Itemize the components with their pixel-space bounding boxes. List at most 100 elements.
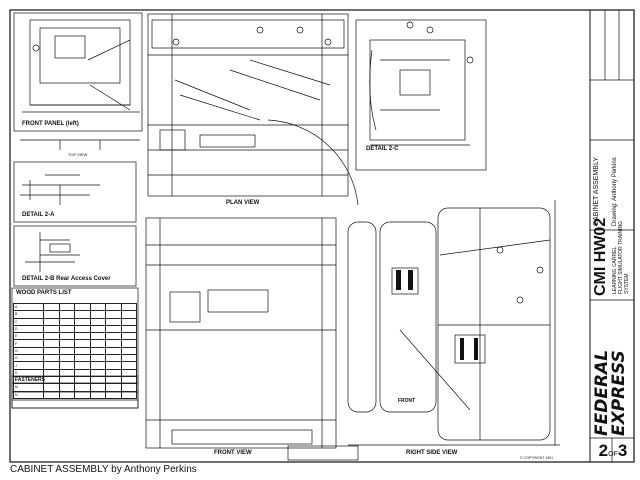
part-cell bbox=[120, 317, 138, 326]
part-cell bbox=[105, 324, 122, 334]
front-direction-label: FRONT bbox=[398, 398, 416, 404]
drawing-id: CMI HW02 bbox=[592, 217, 609, 296]
sheet-current: 2 bbox=[598, 441, 609, 460]
right-side-view bbox=[347, 200, 560, 446]
part-cell bbox=[89, 390, 107, 399]
detail-2a-label: DETAIL 2-A bbox=[22, 212, 55, 218]
drawing-title: CABINET ASSEMBLY bbox=[593, 157, 600, 226]
part-cell bbox=[58, 317, 76, 326]
front-panel-left-view bbox=[13, 12, 143, 150]
part-cell bbox=[58, 354, 76, 363]
sheet-number: 2OF3 bbox=[592, 441, 634, 461]
part-cell bbox=[105, 302, 122, 312]
wood-parts-list-title: WOOD PARTS LIST bbox=[16, 290, 72, 296]
top-view-label: TOP VIEW bbox=[68, 152, 88, 157]
part-cell bbox=[89, 324, 107, 334]
copyright-label: © COPYRIGHT 1991 bbox=[520, 456, 554, 460]
part-letter-cell: A bbox=[12, 302, 45, 312]
part-cell bbox=[43, 361, 60, 370]
part-cell bbox=[58, 302, 76, 312]
part-cell bbox=[89, 375, 107, 385]
part-letter-cell: C bbox=[12, 317, 45, 326]
part-cell bbox=[43, 332, 60, 341]
part-cell bbox=[105, 332, 122, 341]
part-cell bbox=[58, 324, 76, 334]
part-cell bbox=[74, 317, 91, 326]
wood-parts-row: D bbox=[12, 324, 138, 334]
part-cell bbox=[43, 302, 60, 312]
part-cell bbox=[89, 332, 107, 341]
part-cell bbox=[105, 354, 122, 363]
part-cell bbox=[120, 383, 138, 392]
fasteners-title: FASTENERS bbox=[15, 377, 46, 383]
detail-2b-view bbox=[13, 225, 137, 287]
front-panel-left-label: FRONT PANEL (left) bbox=[22, 121, 79, 127]
part-cell bbox=[120, 310, 138, 319]
wood-parts-row: B bbox=[12, 310, 138, 319]
front-view bbox=[145, 217, 337, 449]
part-cell bbox=[74, 310, 91, 319]
part-cell bbox=[74, 302, 91, 312]
part-cell bbox=[89, 383, 107, 392]
part-cell bbox=[120, 332, 138, 341]
part-letter-cell: J bbox=[12, 361, 45, 370]
part-cell bbox=[43, 346, 60, 356]
detail-2b-label: DETAIL 2-B Rear Access Cover bbox=[22, 276, 111, 282]
part-cell bbox=[105, 339, 122, 348]
part-cell bbox=[120, 375, 138, 385]
part-cell bbox=[74, 383, 91, 392]
part-cell bbox=[58, 390, 76, 399]
part-cell bbox=[105, 310, 122, 319]
part-cell bbox=[58, 339, 76, 348]
part-cell bbox=[58, 368, 76, 377]
plan-view bbox=[147, 13, 359, 206]
part-cell bbox=[74, 324, 91, 334]
wood-parts-row: J bbox=[12, 361, 138, 370]
part-cell bbox=[105, 390, 122, 399]
part-cell bbox=[58, 361, 76, 370]
part-cell bbox=[74, 332, 91, 341]
part-cell bbox=[43, 310, 60, 319]
part-cell bbox=[43, 368, 60, 377]
wood-parts-row: N bbox=[12, 390, 138, 399]
wood-parts-row: G bbox=[12, 346, 138, 356]
part-cell bbox=[105, 368, 122, 377]
image-caption: CABINET ASSEMBLY by Anthony Perkins bbox=[10, 464, 197, 475]
part-letter-cell: G bbox=[12, 346, 45, 356]
plan-view-label: PLAN VIEW bbox=[226, 200, 260, 206]
wood-parts-row: M bbox=[12, 383, 138, 392]
part-cell bbox=[120, 346, 138, 356]
part-cell bbox=[120, 354, 138, 363]
detail-2c-label: DETAIL 2-C bbox=[366, 146, 399, 152]
part-cell bbox=[74, 346, 91, 356]
part-cell bbox=[89, 310, 107, 319]
front-view-label: FRONT VIEW bbox=[214, 450, 252, 456]
wood-parts-row: L bbox=[12, 375, 138, 385]
part-cell bbox=[58, 375, 76, 385]
wood-parts-row: A bbox=[12, 302, 138, 312]
part-cell bbox=[74, 375, 91, 385]
part-cell bbox=[74, 354, 91, 363]
part-cell bbox=[43, 317, 60, 326]
part-cell bbox=[74, 368, 91, 377]
part-cell bbox=[43, 375, 60, 385]
part-letter-cell: M bbox=[12, 383, 45, 392]
subtitle-line-3: SYSTEM bbox=[624, 273, 630, 294]
part-cell bbox=[89, 339, 107, 348]
part-cell bbox=[105, 346, 122, 356]
part-letter-cell: D bbox=[12, 324, 45, 334]
part-cell bbox=[43, 339, 60, 348]
federal-express-logo: FEDERAL EXPRESS bbox=[592, 349, 629, 436]
part-cell bbox=[120, 390, 138, 399]
right-side-view-label: RIGHT SIDE VIEW bbox=[406, 450, 458, 456]
part-letter-cell: N bbox=[12, 390, 45, 399]
part-cell bbox=[43, 383, 60, 392]
part-cell bbox=[58, 332, 76, 341]
part-cell bbox=[105, 361, 122, 370]
wood-parts-row: K bbox=[12, 368, 138, 377]
part-cell bbox=[89, 302, 107, 312]
part-cell bbox=[120, 361, 138, 370]
part-cell bbox=[120, 302, 138, 312]
